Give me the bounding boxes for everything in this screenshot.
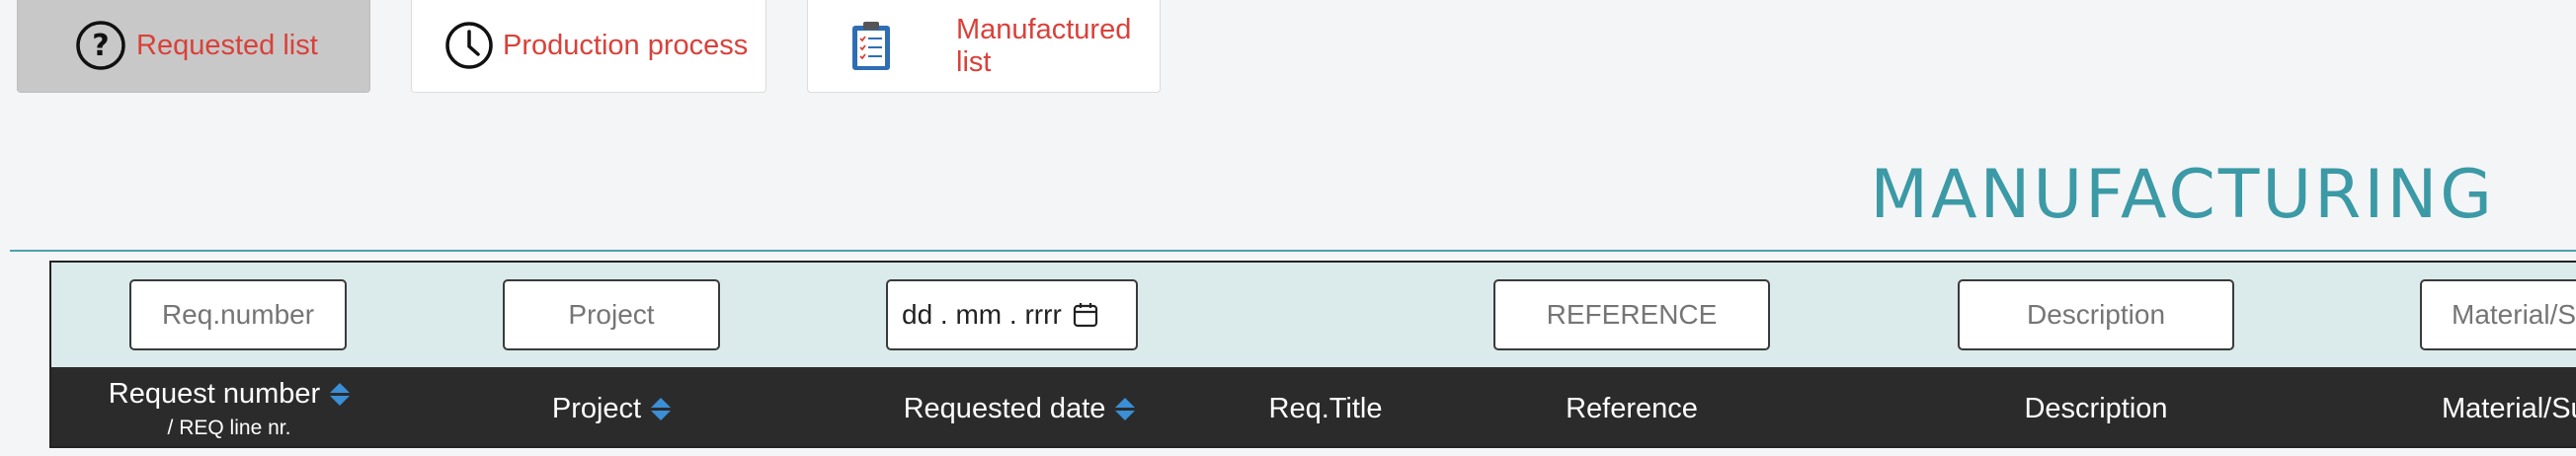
tab-label: Manufactured list [956,13,1132,78]
clipboard-list-icon [845,20,897,71]
col-label: Req.Title [1268,392,1383,424]
tab-requested-list[interactable]: ? Requested list [17,0,370,93]
col-material: Material/Su [2442,367,2576,446]
tab-label: Requested list [136,30,318,61]
col-label: Material/Su [2442,392,2576,424]
requested-date-filter[interactable]: dd . mm . rrrr [886,279,1138,350]
description-filter[interactable] [1958,279,2234,350]
req-number-filter[interactable] [129,279,347,350]
col-sublabel: / REQ line nr. [167,416,291,439]
tab-production-process[interactable]: Production process [411,0,766,93]
col-reference: Reference [1493,367,1770,446]
filter-row: dd . mm . rrrr [51,263,2576,367]
col-label: Project [551,392,642,424]
col-label: Description [2024,392,2168,424]
svg-text:?: ? [92,29,109,63]
sort-icon[interactable] [1115,397,1136,420]
col-label: Requested date [903,392,1106,424]
data-grid: dd . mm . rrrr Request number / REQ line… [49,261,2576,448]
clock-icon [443,20,495,71]
col-description: Description [1958,367,2234,446]
calendar-icon[interactable] [1072,301,1099,329]
header-row: Request number / REQ line nr. Project Re… [51,367,2576,446]
tab-label: Production process [503,30,749,61]
col-label: Request number [108,377,321,410]
col-req-title: Req.Title [1217,367,1434,446]
question-circle-icon: ? [75,20,126,71]
col-request-number[interactable]: Request number / REQ line nr. [81,367,377,446]
tab-manufactured-list[interactable]: Manufactured list [807,0,1161,93]
col-project[interactable]: Project [503,367,720,446]
sort-icon[interactable] [330,382,351,406]
material-filter[interactable] [2420,279,2576,350]
date-placeholder: dd . mm . rrrr [902,299,1062,330]
project-filter[interactable] [503,279,720,350]
col-requested-date[interactable]: Requested date [871,367,1167,446]
page-title: MANUFACTURING [1870,156,2495,234]
sort-icon[interactable] [651,397,672,420]
reference-filter[interactable] [1493,279,1770,350]
title-divider [10,250,2576,252]
col-label: Reference [1566,392,1698,424]
